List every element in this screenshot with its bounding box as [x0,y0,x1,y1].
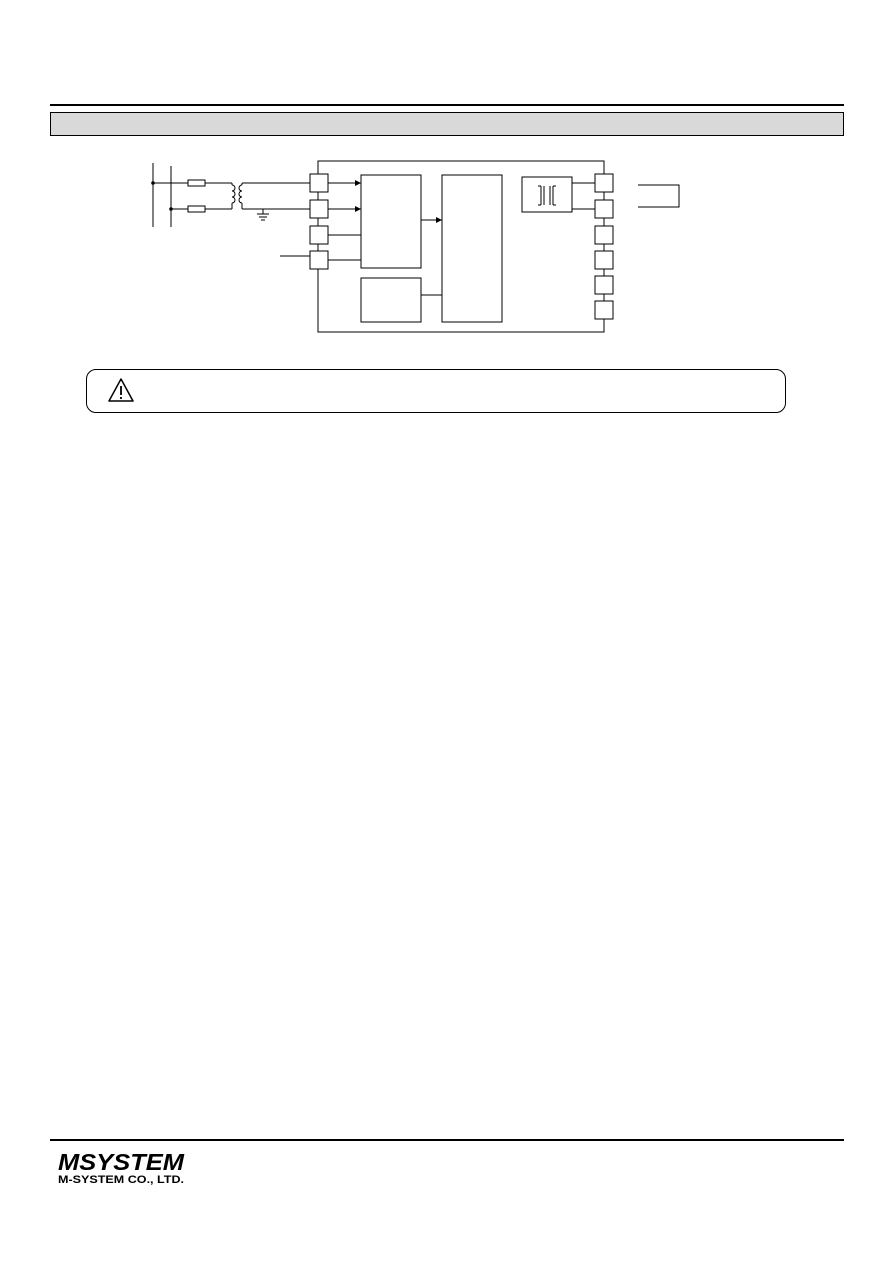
block-diagram [151,160,680,333]
svg-text:MSYSTEM: MSYSTEM [58,1149,185,1175]
transformer-primary [231,184,236,204]
output-terminal-6 [594,300,614,320]
fuse-1 [187,179,206,187]
fuse-2 [187,205,206,213]
arrow-icon [355,180,361,186]
input-circuit-block [360,174,422,269]
section-header-bar [50,112,844,136]
svg-text:M-SYSTEM CO., LTD.: M-SYSTEM CO., LTD. [58,1174,184,1186]
input-terminal-3 [309,225,329,245]
arrow-icon [355,206,361,212]
input-terminal-1 [309,173,329,193]
output-terminal-4 [594,250,614,270]
processing-block [441,174,503,323]
isolation-block [521,176,573,213]
junction-dot [169,207,173,211]
power-circuit-block [360,277,422,323]
warning-box [86,369,786,413]
output-load-wiring [638,184,680,208]
arrow-icon [436,217,442,223]
junction-dot [151,181,155,185]
input-terminal-2 [309,199,329,219]
company-logo: MSYSTEM M-SYSTEM CO., LTD. [58,1149,185,1186]
output-terminal-1 [594,173,614,193]
warning-triangle-icon [108,378,134,402]
output-terminal-5 [594,275,614,295]
output-terminal-2 [594,199,614,219]
input-terminal-4 [309,250,329,270]
top-rule [50,104,844,106]
bottom-rule [50,1139,844,1141]
output-terminal-3 [594,225,614,245]
transformer-secondary [238,184,243,204]
unit-outline [317,160,605,333]
